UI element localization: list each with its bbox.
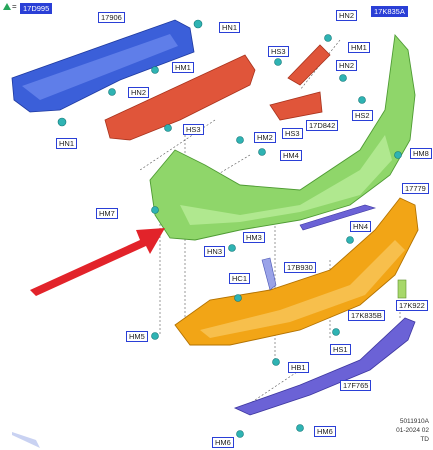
- purple-trim-strip: [299, 204, 377, 231]
- callout-hb1[interactable]: HB1: [288, 362, 309, 373]
- callout-17k835a[interactable]: 17K835A: [371, 6, 408, 17]
- callout-hc1[interactable]: HC1: [229, 273, 251, 284]
- callout-hs3-center[interactable]: HS3: [282, 128, 303, 139]
- callout-hm3[interactable]: HM3: [243, 232, 265, 243]
- fastener-clips: [57, 19, 402, 438]
- callout-hm7[interactable]: HM7: [96, 208, 118, 219]
- red-bracket-right: [287, 44, 331, 86]
- legend-equals: =: [12, 2, 17, 11]
- callout-17f765[interactable]: 17F765: [340, 380, 372, 391]
- orientation-arrow: [12, 432, 40, 448]
- callout-hn4[interactable]: HN4: [350, 221, 372, 232]
- callout-hm1-right[interactable]: HM1: [348, 42, 370, 53]
- callout-hm6-left[interactable]: HM6: [212, 437, 234, 448]
- callout-17779[interactable]: 17779: [402, 183, 429, 194]
- callout-hm4[interactable]: HM4: [280, 150, 302, 161]
- callout-17k835b[interactable]: 17K835B: [348, 310, 385, 321]
- red-bracket-left: [104, 54, 256, 141]
- callout-hs1[interactable]: HS1: [330, 344, 351, 355]
- orange-lower-cover: [174, 197, 419, 346]
- callout-hm5[interactable]: HM5: [126, 331, 148, 342]
- side-bracket: [397, 279, 407, 299]
- small-bracket: [261, 257, 277, 291]
- callout-hn2-left[interactable]: HN2: [128, 87, 150, 98]
- footer-date: 01-2024 02: [396, 427, 429, 434]
- red-bracket-center: [269, 91, 323, 121]
- callout-17906[interactable]: 17906: [98, 12, 125, 23]
- callout-17d842[interactable]: 17D842: [306, 120, 339, 131]
- callout-17k922[interactable]: 17K922: [396, 300, 428, 311]
- callout-hn2-top[interactable]: HN2: [336, 10, 358, 21]
- callout-hn2-right[interactable]: HN2: [336, 60, 358, 71]
- callout-hm6-right[interactable]: HM6: [314, 426, 336, 437]
- footer-suffix: TD: [420, 436, 429, 443]
- callout-17d995[interactable]: 17D995: [20, 3, 53, 14]
- callout-hs3-left[interactable]: HS3: [183, 124, 204, 135]
- red-arrow: [30, 228, 165, 296]
- callout-17b930[interactable]: 17B930: [284, 262, 316, 273]
- orange-cover-highlight: [200, 240, 405, 338]
- callout-hs2[interactable]: HS2: [352, 110, 373, 121]
- triangle-icon: [3, 3, 11, 10]
- footer-code: 5011910A: [399, 418, 429, 425]
- callout-hm1-left[interactable]: HM1: [172, 62, 194, 73]
- callout-hn1-top[interactable]: HN1: [219, 22, 241, 33]
- green-cover-highlight: [180, 135, 392, 225]
- purple-skid-plate: [233, 317, 416, 416]
- callout-hn3[interactable]: HN3: [204, 246, 226, 257]
- callout-hm8[interactable]: HM8: [410, 148, 432, 159]
- callout-hn1-left[interactable]: HN1: [56, 138, 78, 149]
- blue-beam-highlight: [22, 34, 178, 100]
- callout-hm2[interactable]: HM2: [254, 132, 276, 143]
- callout-hs3-top[interactable]: HS3: [268, 46, 289, 57]
